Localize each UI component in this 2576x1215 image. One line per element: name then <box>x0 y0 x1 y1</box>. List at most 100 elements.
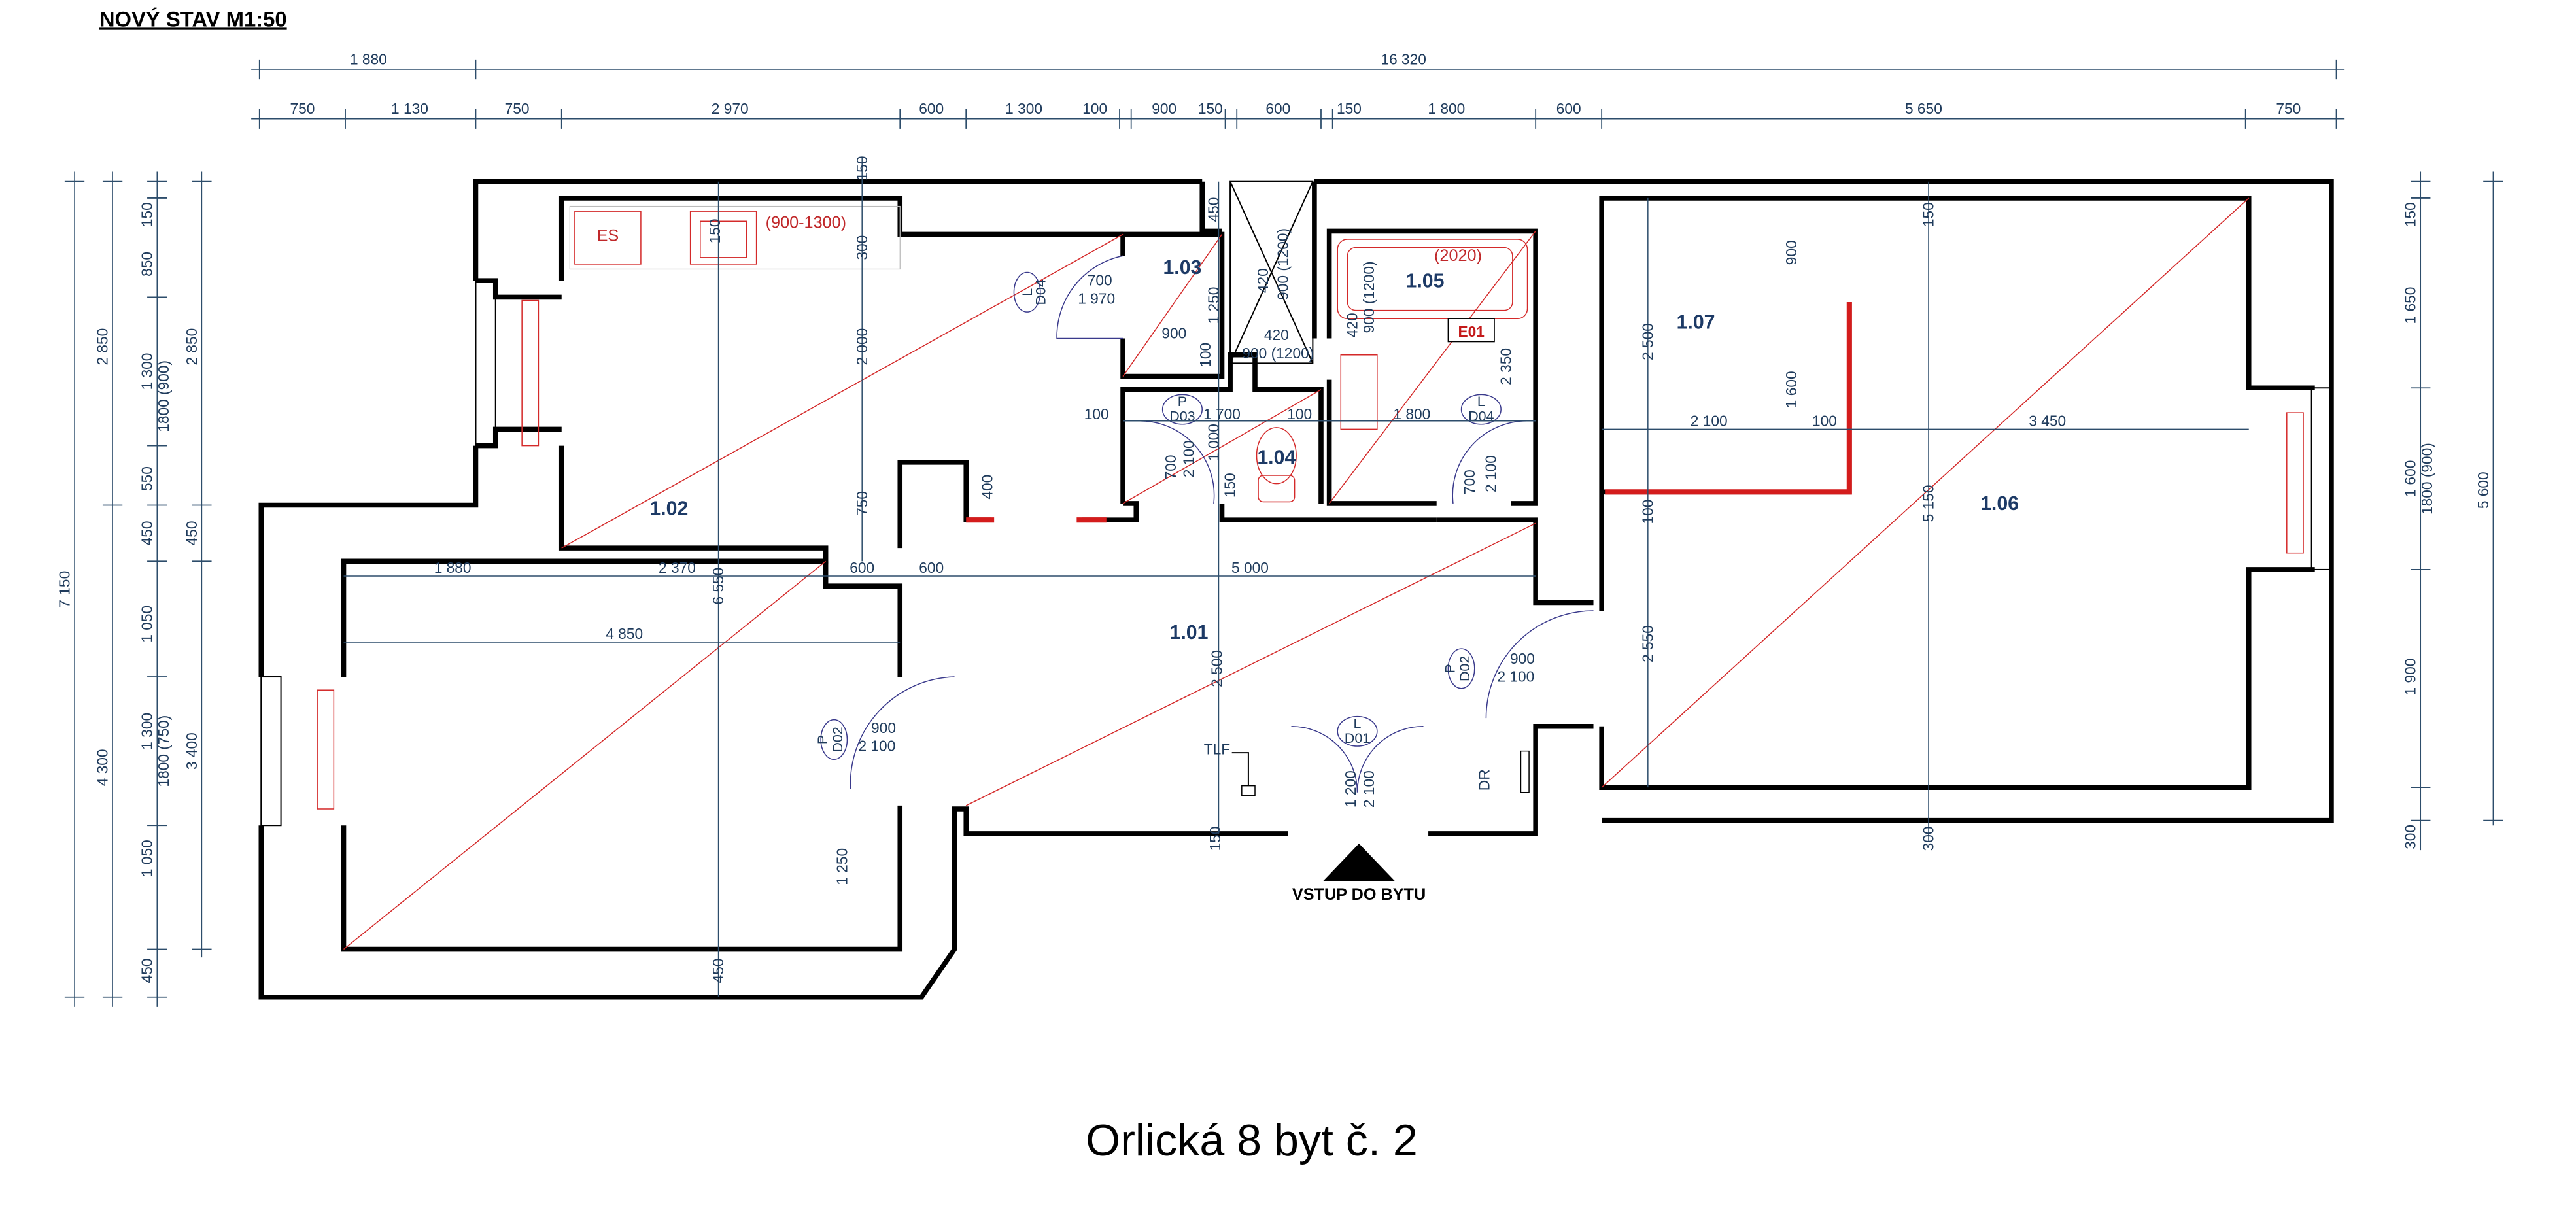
svg-text:450: 450 <box>1205 197 1222 222</box>
svg-text:900: 900 <box>1161 325 1186 342</box>
svg-text:900: 900 <box>871 719 896 736</box>
dim-label: 5 600 <box>2475 471 2492 509</box>
svg-text:3 450: 3 450 <box>2029 412 2066 429</box>
door-tag: P D02 <box>1442 648 1475 689</box>
room-label-1-07: 1.07 <box>1677 311 1715 333</box>
room-label-1-02: 1.02 <box>649 498 688 520</box>
svg-text:P: P <box>1178 394 1187 409</box>
dim-label: 900 <box>1152 100 1176 117</box>
e01-label: E01 <box>1458 323 1484 340</box>
svg-text:700: 700 <box>1088 272 1112 289</box>
door-tag: L D04 <box>1013 271 1048 313</box>
dim-label: 1800 (900) <box>155 360 172 432</box>
svg-text:2 100: 2 100 <box>1180 440 1197 477</box>
dim-label: 600 <box>1556 100 1581 117</box>
dim-label: 300 <box>2402 825 2419 849</box>
svg-text:1 970: 1 970 <box>1078 290 1115 307</box>
svg-text:900 (1200): 900 (1200) <box>1360 261 1377 333</box>
svg-text:2 100: 2 100 <box>1483 455 1500 492</box>
svg-text:300: 300 <box>853 235 870 260</box>
dim-label: 7 150 <box>56 571 73 608</box>
svg-text:2 500: 2 500 <box>1639 323 1656 360</box>
top-dimension-row-1: 1 880 16 320 <box>251 50 2345 80</box>
svg-text:750: 750 <box>853 491 870 516</box>
walls <box>258 179 2334 1000</box>
room-label-1-03: 1.03 <box>1163 257 1201 279</box>
svg-text:D02: D02 <box>1457 656 1473 681</box>
dim-label: 750 <box>505 100 530 117</box>
shaft <box>1229 180 1314 364</box>
svg-text:900: 900 <box>1510 650 1535 667</box>
svg-text:1 800: 1 800 <box>1393 405 1430 422</box>
left-dimensions: 7 150 2 850 4 300 150 850 1 300 1800 (90… <box>56 171 212 1007</box>
counter-height-label: (900-1300) <box>766 213 846 231</box>
svg-text:150: 150 <box>853 156 870 181</box>
top-dimension-row-2: 750 1 130 750 2 970 600 1 300 100 900 15… <box>251 100 2345 129</box>
svg-text:1 000: 1 000 <box>1205 424 1222 461</box>
svg-text:2 100: 2 100 <box>1360 770 1377 808</box>
svg-text:5 000: 5 000 <box>1231 559 1269 576</box>
svg-text:L: L <box>1354 715 1362 731</box>
svg-text:D04: D04 <box>1033 279 1048 305</box>
dim-label: 1 600 <box>2402 460 2419 498</box>
door-tag: P D03 <box>1161 394 1203 425</box>
svg-text:2 370: 2 370 <box>659 559 696 576</box>
room-label-1-06: 1.06 <box>1980 493 2019 515</box>
svg-text:2 550: 2 550 <box>1639 625 1656 662</box>
svg-text:1 200: 1 200 <box>1342 770 1359 808</box>
dim-label: 100 <box>1082 100 1107 117</box>
svg-text:D04: D04 <box>1468 409 1494 424</box>
dim-label: 1 900 <box>2402 659 2419 696</box>
dim-label: 550 <box>139 466 156 491</box>
dim-label: 450 <box>139 521 156 545</box>
dim-label: 1 050 <box>139 840 156 877</box>
interior-dimensions: 150 150 300 2 000 750 6 550 1 880 2 370 … <box>434 156 2066 984</box>
svg-text:100: 100 <box>1084 405 1109 422</box>
svg-text:700: 700 <box>1461 470 1478 494</box>
dim-label: 850 <box>139 252 156 277</box>
svg-text:D02: D02 <box>830 727 846 752</box>
dim-label: 5 650 <box>1905 100 1942 117</box>
washbasin <box>1340 354 1378 430</box>
svg-text:420: 420 <box>1264 326 1289 343</box>
dim-label: 2 850 <box>94 328 111 366</box>
dim-label: 1 300 <box>139 713 156 750</box>
svg-text:2 100: 2 100 <box>1691 412 1728 429</box>
svg-text:450: 450 <box>710 958 727 983</box>
dim-label: 750 <box>2276 100 2301 117</box>
distribution-box: DR <box>1475 750 1530 793</box>
dim-label: 4 300 <box>94 749 111 786</box>
bathtub: (2020) <box>1337 239 1528 319</box>
svg-text:6 550: 6 550 <box>710 568 727 605</box>
svg-text:1 250: 1 250 <box>833 848 850 885</box>
telephone-outlet: TLF <box>1204 741 1256 796</box>
svg-text:DR: DR <box>1475 769 1492 791</box>
dim-label: 1 050 <box>139 606 156 643</box>
svg-text:L: L <box>1477 394 1485 409</box>
svg-text:1 700: 1 700 <box>1203 405 1241 422</box>
electric-stove-label: ES <box>597 227 619 245</box>
dim-label: 1 880 <box>350 50 387 67</box>
door-swings <box>850 255 1594 793</box>
dim-label: 150 <box>139 202 156 227</box>
dim-label: 1 300 <box>1005 100 1042 117</box>
room-label-1-01: 1.01 <box>1170 622 1209 643</box>
svg-text:100: 100 <box>1812 412 1837 429</box>
svg-text:2 100: 2 100 <box>1497 668 1534 685</box>
windows <box>260 280 2332 827</box>
dim-label: 450 <box>139 958 156 983</box>
svg-text:900 (1200): 900 (1200) <box>1242 345 1314 362</box>
right-dimensions: 150 1 650 1 600 1 900 300 1800 (900) 5 6… <box>2402 171 2503 851</box>
dim-label: 600 <box>1265 100 1290 117</box>
svg-text:900: 900 <box>1783 240 1800 265</box>
svg-text:100: 100 <box>1287 405 1312 422</box>
room-label-1-05: 1.05 <box>1406 270 1445 292</box>
svg-text:420: 420 <box>1344 313 1361 337</box>
svg-text:150: 150 <box>706 218 723 243</box>
dim-label: 1 650 <box>2402 287 2419 324</box>
interior-dimension-lines <box>343 156 2249 997</box>
dim-label: 2 850 <box>183 328 200 366</box>
dim-label: 450 <box>183 521 200 545</box>
dim-label: 1800 (900) <box>2418 443 2435 515</box>
svg-text:5 150: 5 150 <box>1920 485 1937 522</box>
